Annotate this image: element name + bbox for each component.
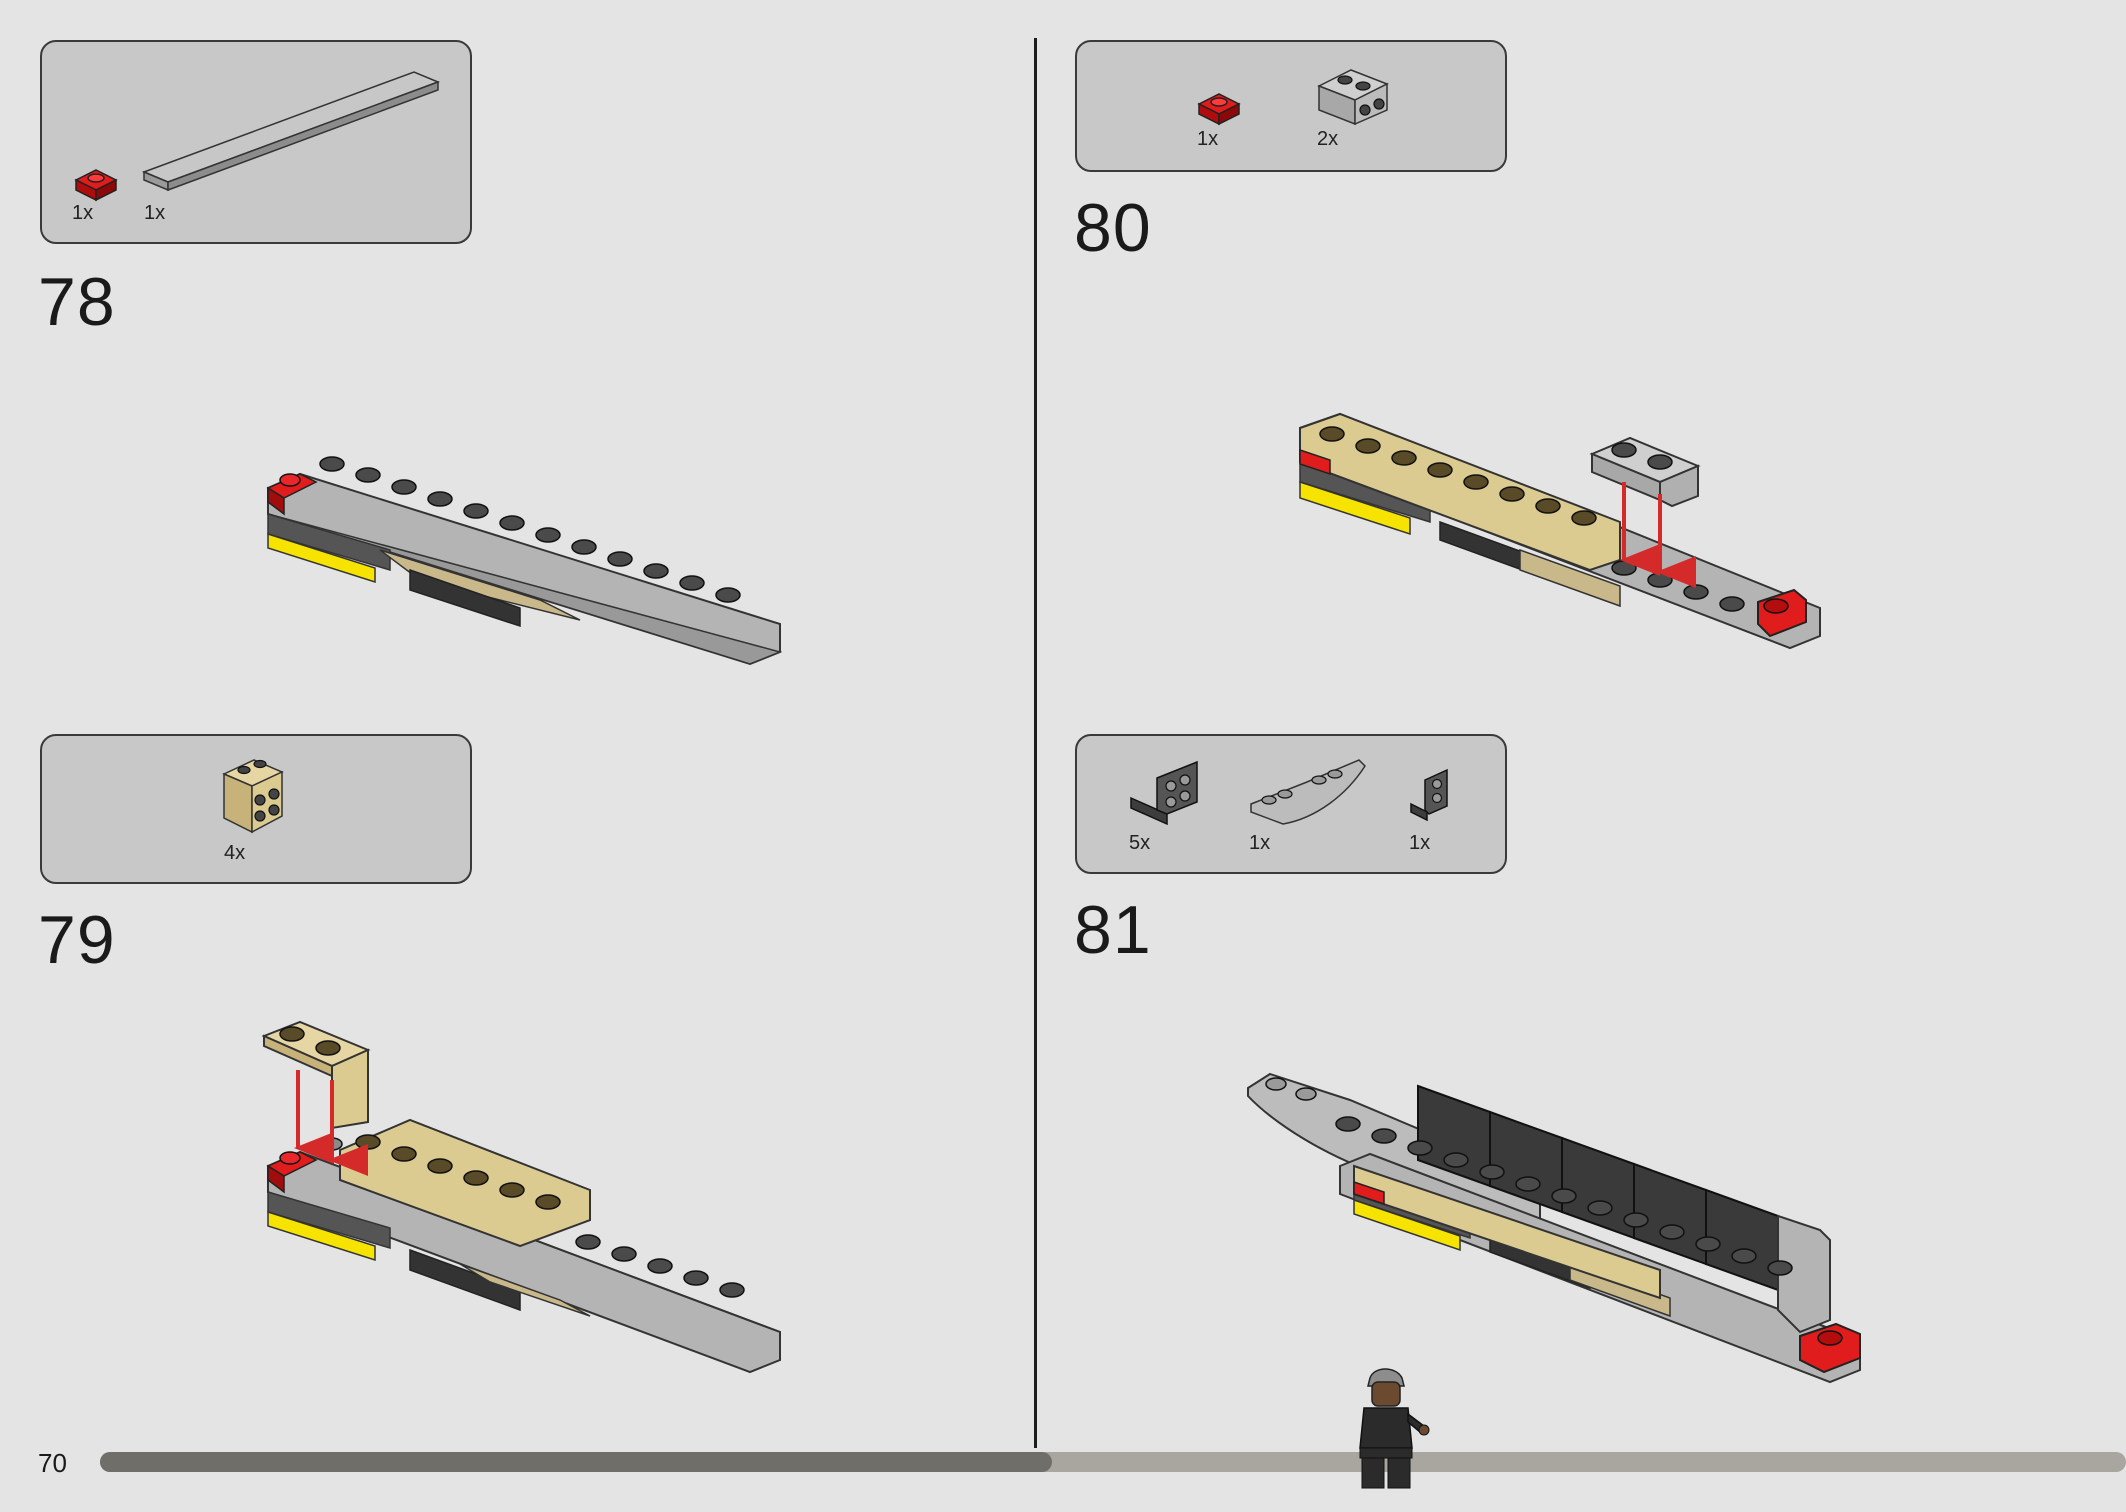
step-number: 81 <box>1074 892 1152 968</box>
small-bracket-icon <box>1410 768 1448 822</box>
gray-bracket-icon <box>1317 69 1389 126</box>
qty-label: 4x <box>224 842 246 864</box>
minifigure-progress-marker <box>1359 1368 1430 1489</box>
build-illustration-step-78 <box>266 456 783 666</box>
page-number: 70 <box>38 1448 67 1478</box>
qty-label: 1x <box>1249 832 1271 854</box>
page-divider <box>1034 38 1037 1448</box>
gray-1x12-plate-icon <box>141 71 441 192</box>
progress-bar-fill <box>100 1452 1053 1472</box>
step-number: 79 <box>38 902 116 978</box>
step-number: 78 <box>38 264 116 340</box>
red-1x1-plate-icon <box>1197 93 1241 126</box>
qty-label: 1x <box>1197 128 1219 150</box>
build-illustration-step-79 <box>261 1020 781 1374</box>
parts-callout-step-79: 4x <box>40 734 472 884</box>
progress-bar <box>100 1452 2126 1472</box>
dark-gray-bracket-icon <box>1130 760 1198 826</box>
red-1x1-plate-icon <box>74 169 118 202</box>
parts-callout-step-78: 1x 1x <box>40 40 472 244</box>
build-illustration-step-81 <box>1247 1072 1861 1384</box>
parts-callout-step-80: 1x 2x <box>1075 40 1507 172</box>
qty-label: 1x <box>144 202 166 224</box>
parts-callout-step-81: 5x 1x 1x <box>1075 734 1507 874</box>
step-number: 80 <box>1074 190 1152 266</box>
qty-label: 5x <box>1129 832 1151 854</box>
curved-slope-icon <box>1250 759 1366 825</box>
build-illustration-step-80 <box>1299 412 1821 650</box>
tan-bracket-icon <box>222 759 284 834</box>
qty-label: 1x <box>1409 832 1431 854</box>
qty-label: 1x <box>72 202 94 224</box>
qty-label: 2x <box>1317 128 1339 150</box>
